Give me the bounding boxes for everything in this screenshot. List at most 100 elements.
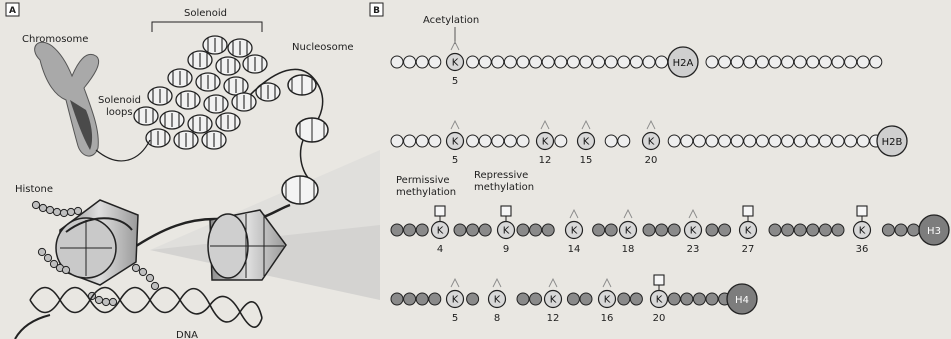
solenoid-coil <box>188 115 212 133</box>
residue-bead <box>467 224 479 236</box>
residue-bead <box>391 135 403 147</box>
residue-bead <box>706 224 718 236</box>
residue-bead <box>391 56 403 68</box>
residue-bead <box>404 224 416 236</box>
residue-bead <box>656 224 668 236</box>
histone-tail-bead <box>53 208 60 215</box>
residue-bead <box>643 56 655 68</box>
residue-bead <box>756 56 768 68</box>
lysine-site: K9 <box>498 206 515 255</box>
residue-bead <box>681 293 693 305</box>
lysine-site: K8 <box>489 279 506 324</box>
residue-bead <box>756 135 768 147</box>
solenoid-coil <box>203 36 227 54</box>
residue-bead <box>492 135 504 147</box>
residue-bead <box>618 56 630 68</box>
site-number: 4 <box>437 244 443 255</box>
residue-bead <box>794 224 806 236</box>
histone-name: H4 <box>735 295 749 306</box>
lysine-symbol: K <box>503 226 510 237</box>
residue-bead <box>857 56 869 68</box>
residue-bead <box>832 135 844 147</box>
lysine-site: K15 <box>578 121 595 166</box>
residue-bead <box>593 56 605 68</box>
lysine-symbol: K <box>745 226 752 237</box>
residue-bead <box>882 224 894 236</box>
panel-a: A Chromosome Solenoid Solenoid loops Nuc… <box>6 3 380 339</box>
residue-bead <box>618 135 630 147</box>
histone-tail-bead <box>151 282 158 289</box>
site-number: 23 <box>687 244 700 255</box>
lysine-symbol: K <box>604 295 611 306</box>
residue-bead <box>769 56 781 68</box>
histone-core-h2a: H2A <box>668 47 698 77</box>
acetylation-mark <box>451 121 459 129</box>
histone-tail-bead <box>109 298 116 305</box>
residue-bead <box>404 293 416 305</box>
lysine-symbol: K <box>550 295 557 306</box>
residue-bead <box>845 56 857 68</box>
histone-tail-bead <box>139 268 146 275</box>
residue-bead <box>630 56 642 68</box>
acetylation-mark <box>493 279 501 287</box>
acetylation-mark <box>541 121 549 129</box>
lysine-site: K4 <box>432 206 449 255</box>
solenoid-coil <box>232 93 256 111</box>
residue-bead <box>807 135 819 147</box>
residue-bead <box>706 293 718 305</box>
lysine-symbol: K <box>656 295 663 306</box>
lysine-symbol: K <box>583 137 590 148</box>
residue-bead <box>580 293 592 305</box>
solenoid-bracket <box>152 22 262 32</box>
residue-bead <box>416 135 428 147</box>
solenoid-coil <box>228 39 252 57</box>
solenoid-coil <box>148 87 172 105</box>
lysine-symbol: K <box>859 226 866 237</box>
solenoid-coil <box>176 91 200 109</box>
histone-tail-bead <box>39 204 46 211</box>
solenoid-loops-label-line1: Solenoid <box>98 95 141 106</box>
residue-bead <box>404 56 416 68</box>
residue-bead <box>467 56 479 68</box>
residue-bead <box>530 293 542 305</box>
solenoid-coil <box>168 69 192 87</box>
residue-bead <box>693 135 705 147</box>
residue-bead <box>870 56 882 68</box>
histone-tail-bead <box>102 298 109 305</box>
histone-tail-bead <box>60 209 67 216</box>
residue-bead <box>769 224 781 236</box>
residue-bead <box>580 56 592 68</box>
histone-core-h2b: H2B <box>877 126 907 156</box>
residue-bead <box>819 135 831 147</box>
site-number: 27 <box>742 244 755 255</box>
residue-bead <box>782 224 794 236</box>
residue-bead <box>416 224 428 236</box>
residue-bead <box>807 56 819 68</box>
residue-bead <box>706 135 718 147</box>
chromosome-shape <box>35 42 99 156</box>
residue-bead <box>504 135 516 147</box>
residue-bead <box>719 224 731 236</box>
residue-bead <box>567 56 579 68</box>
chain-h2a: K5H2A <box>391 42 882 87</box>
residue-bead <box>467 293 479 305</box>
site-number: 9 <box>503 244 509 255</box>
solenoid-coil <box>243 55 267 73</box>
residue-bead <box>605 56 617 68</box>
residue-bead <box>517 293 529 305</box>
permissive-label-line2: methylation <box>396 187 456 198</box>
histone-tail-bead <box>67 208 74 215</box>
residue-bead <box>681 135 693 147</box>
nucleosome-coil-3 <box>282 176 318 204</box>
site-number: 12 <box>547 313 560 324</box>
nucleosome-label: Nucleosome <box>292 42 354 53</box>
residue-bead <box>517 56 529 68</box>
chain-h3: K4K9K14K18K23K27K36H3 <box>391 206 949 255</box>
residue-bead <box>429 56 441 68</box>
histone-tail-bead <box>132 264 139 271</box>
lysine-site: K 27 <box>740 206 757 255</box>
permissive-label-line1: Permissive <box>396 175 450 186</box>
residue-bead <box>643 224 655 236</box>
lysine-site: K5 <box>447 121 464 166</box>
